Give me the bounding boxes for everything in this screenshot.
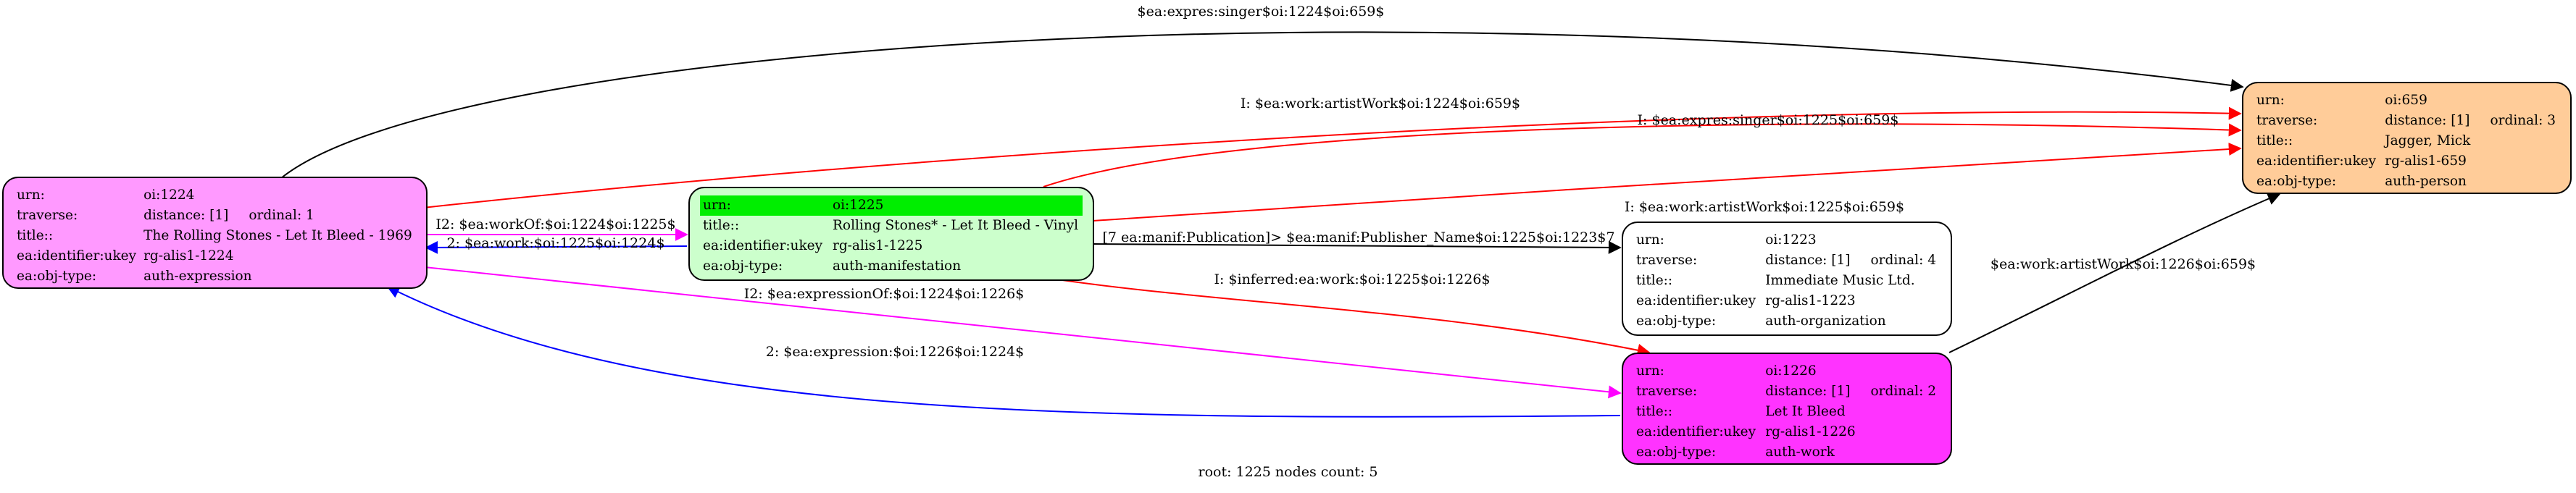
field-key: urn:: [1636, 232, 1664, 248]
distance-value: distance: [1]: [1765, 384, 1851, 399]
edge-work-label: 2: $ea:work:$oi:1225$oi:1224$: [446, 235, 664, 251]
field-key: title::: [1636, 273, 1673, 288]
node-1226[interactable]: urn: oi:1226 traverse: distance: [1] ordina…: [1622, 353, 1952, 465]
field-value: oi:1223: [1765, 232, 1817, 248]
field-value: rg-alis1-1225: [833, 238, 923, 253]
field-key: ea:identifier:ukey: [2256, 153, 2377, 169]
field-key: ea:identifier:ukey: [1636, 293, 1756, 308]
ordinal-value: ordinal: 1: [249, 208, 314, 223]
field-value: rg-alis1-1226: [1765, 424, 1856, 439]
edge-artist-1226: [1948, 193, 2281, 353]
node-659[interactable]: urn: oi:659 traverse: distance: [1] ordinal…: [2242, 82, 2572, 194]
field-value: Jagger, Mick: [2385, 133, 2471, 148]
field-value: oi:659: [2385, 93, 2427, 108]
field-key: urn:: [2256, 93, 2285, 108]
field-key: title::: [2256, 133, 2293, 148]
edge-singer-1225: [1043, 123, 2242, 187]
distance-value: distance: [1]: [143, 208, 229, 223]
edge-artist-1224: [422, 106, 2242, 208]
node-1224-table: urn: oi:1224 traverse: distance: [1] ordina…: [14, 185, 417, 287]
node-1225[interactable]: urn:oi:1225 title::Rolling Stones* - Let…: [688, 187, 1094, 281]
field-value: rg-alis1-1224: [143, 248, 234, 264]
field-key: traverse:: [17, 208, 78, 223]
node-1224[interactable]: urn: oi:1224 traverse: distance: [1] ordina…: [2, 177, 428, 289]
field-key: traverse:: [1636, 384, 1698, 399]
field-value: The Rolling Stones - Let It Bleed - 1969: [143, 228, 412, 243]
node-1226-table: urn: oi:1226 traverse: distance: [1] ordina…: [1633, 361, 1941, 463]
field-value: distance: [1] ordinal: 3: [2382, 111, 2560, 131]
field-key: title::: [703, 218, 740, 233]
field-value: oi:1226: [1765, 363, 1817, 379]
edge-workof-label: I2: $ea:workOf:$oi:1224$oi:1225$: [435, 216, 675, 232]
field-value: rg-alis1-659: [2385, 153, 2467, 169]
field-value: distance: [1] ordinal: 4: [1762, 250, 1941, 271]
field-key: ea:obj-type:: [1636, 313, 1717, 329]
field-value: auth-manifestation: [833, 258, 962, 274]
field-key: urn:: [1636, 363, 1664, 379]
edge-expression-label: 2: $ea:expression:$oi:1226$oi:1224$: [766, 344, 1025, 360]
node-659-table: urn: oi:659 traverse: distance: [1] ordinal…: [2254, 90, 2560, 192]
field-key: title::: [1636, 404, 1673, 419]
edge-inferred-label: I: $inferred:ea:work:$oi:1225$oi:1226$: [1214, 271, 1490, 287]
field-value: Rolling Stones* - Let It Bleed - Vinyl: [833, 218, 1078, 233]
field-key: ea:identifier:ukey: [1636, 424, 1756, 439]
edge-artist-1226-label: $ea:work:artistWork$oi:1226$oi:659$: [1991, 256, 2256, 272]
field-key: traverse:: [2256, 113, 2318, 128]
field-value: distance: [1] ordinal: 1: [141, 206, 417, 226]
field-key: title::: [17, 228, 54, 243]
edge-singer-1225-label: I: $ea:expres:singer$oi:1225$oi:659$: [1638, 112, 1899, 128]
edge-expression: [386, 286, 1621, 418]
field-value: auth-expression: [143, 269, 252, 284]
ordinal-value: ordinal: 4: [1870, 253, 1937, 268]
distance-value: distance: [1]: [1765, 253, 1851, 268]
edge-artist-1225-label: I: $ea:work:artistWork$oi:1225$oi:659$: [1625, 199, 1904, 215]
field-key: urn:: [700, 195, 830, 216]
ordinal-value: ordinal: 2: [1870, 384, 1937, 399]
edge-top-singer: [280, 31, 2244, 179]
field-key: ea:identifier:ukey: [17, 248, 137, 264]
field-key: ea:obj-type:: [1636, 444, 1717, 460]
edge-top-singer-label: $ea:expres:singer$oi:1224$oi:659$: [1138, 4, 1385, 20]
node-1223[interactable]: urn: oi:1223 traverse: distance: [1] ordina…: [1622, 222, 1952, 336]
field-value: auth-person: [2385, 174, 2467, 189]
field-value: Let It Bleed: [1765, 404, 1846, 419]
field-value: rg-alis1-1223: [1765, 293, 1856, 308]
field-key: ea:identifier:ukey: [703, 238, 823, 253]
edge-expressionof-label: I2: $ea:expressionOf:$oi:1224$oi:1226$: [744, 286, 1025, 302]
field-value: distance: [1] ordinal: 2: [1762, 382, 1941, 402]
ordinal-value: ordinal: 3: [2490, 113, 2556, 128]
field-key: urn:: [17, 187, 45, 203]
field-key: ea:obj-type:: [703, 258, 783, 274]
field-key: ea:obj-type:: [2256, 174, 2337, 189]
field-value: auth-work: [1765, 444, 1835, 460]
node-1225-table: urn:oi:1225 title::Rolling Stones* - Let…: [700, 195, 1083, 277]
field-key: traverse:: [1636, 253, 1698, 268]
edge-work: [425, 240, 688, 254]
field-value: auth-organization: [1765, 313, 1886, 329]
field-key: ea:obj-type:: [17, 269, 97, 284]
field-value: oi:1225: [830, 195, 1083, 216]
distance-value: distance: [1]: [2385, 113, 2470, 128]
graph-footer: root: 1225 nodes count: 5: [1198, 464, 1378, 480]
node-1223-table: urn: oi:1223 traverse: distance: [1] ordina…: [1633, 230, 1941, 332]
field-value: Immediate Music Ltd.: [1765, 273, 1915, 288]
edge-publisher-label: [7 ea:manif:Publication]> $ea:manif:Publ…: [1102, 229, 1614, 245]
field-value: oi:1224: [143, 187, 195, 203]
edge-artist-1224-label: I: $ea:work:artistWork$oi:1224$oi:659$: [1241, 96, 1520, 111]
edge-artist-1225: [1092, 143, 2242, 222]
edge-inferred: [1062, 279, 1651, 357]
